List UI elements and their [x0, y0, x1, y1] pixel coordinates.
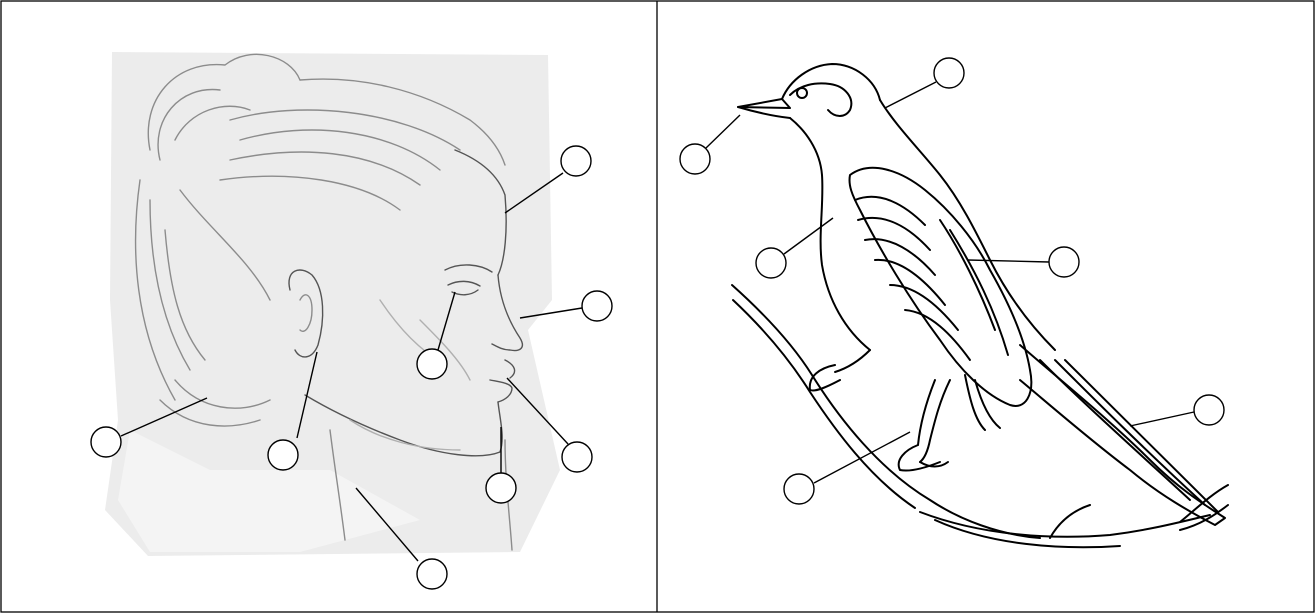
label-circle-eye[interactable] — [417, 349, 447, 379]
leader-line-breast — [784, 218, 833, 254]
label-circle-nose[interactable] — [582, 291, 612, 321]
bird-panel — [680, 58, 1228, 547]
bird-drawing — [732, 64, 1228, 547]
label-circle-lips[interactable] — [562, 442, 592, 472]
label-circle-hair[interactable] — [91, 427, 121, 457]
face-panel — [91, 52, 612, 589]
label-circle-leg[interactable] — [784, 474, 814, 504]
leader-line-nape — [885, 82, 936, 108]
leader-line-beak — [706, 115, 740, 148]
label-circle-tail[interactable] — [1194, 395, 1224, 425]
branch — [732, 285, 1040, 538]
label-circle-beak[interactable] — [680, 144, 710, 174]
leader-line-wing — [968, 260, 1049, 262]
label-circle-wing[interactable] — [1049, 247, 1079, 277]
label-circle-ear[interactable] — [268, 440, 298, 470]
bird-leader-lines — [706, 82, 1194, 483]
label-circle-chin[interactable] — [486, 473, 516, 503]
label-circle-forehead[interactable] — [561, 146, 591, 176]
leader-line-tail — [1130, 412, 1194, 426]
label-circle-nape[interactable] — [934, 58, 964, 88]
label-circle-breast[interactable] — [756, 248, 786, 278]
label-circle-neck[interactable] — [417, 559, 447, 589]
